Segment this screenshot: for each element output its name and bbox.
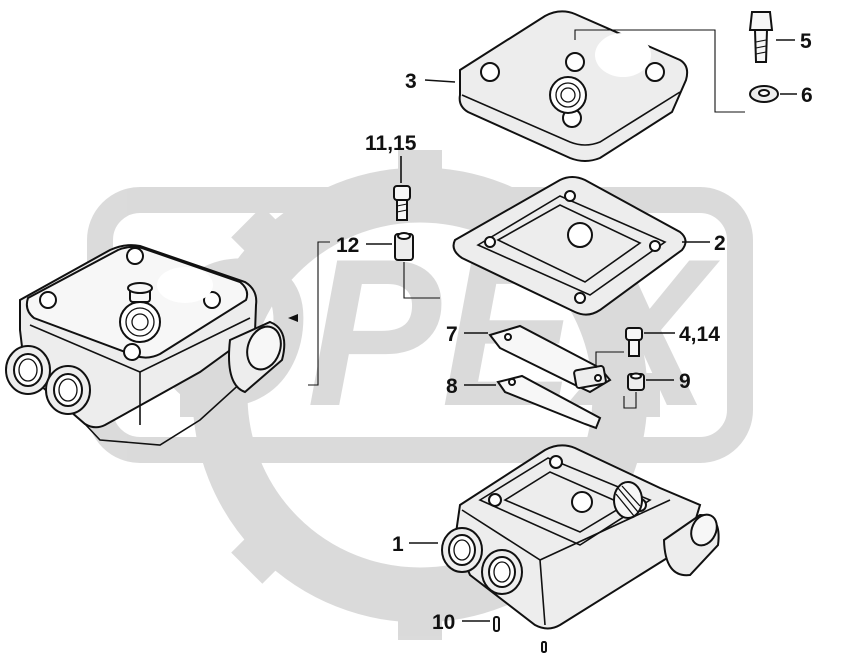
left-port-2 (45, 365, 91, 415)
part-1-head-body (441, 444, 720, 630)
callout-8: 8 (446, 375, 458, 398)
callout-6: 6 (801, 84, 813, 107)
side-port (228, 320, 286, 394)
part-11-screw (393, 185, 411, 221)
callout-12: 12 (336, 234, 359, 257)
part-4-screw (625, 327, 643, 357)
part-10-pin (493, 616, 500, 632)
callout-10: 10 (432, 611, 455, 634)
part-3-cover (458, 10, 689, 162)
assembled-cylinder-head (5, 244, 298, 446)
body-port-1 (441, 527, 483, 573)
arrow-icon (288, 314, 298, 322)
leader-lines (366, 39, 797, 622)
body-port-2 (481, 549, 523, 595)
callout-3: 3 (405, 70, 417, 93)
callout-labels: 3 5 6 11,15 2 12 7 4,14 8 9 1 10 (336, 30, 813, 634)
callout-7: 7 (446, 323, 458, 346)
assembly-line-12 (308, 241, 440, 386)
part-6-washer (749, 85, 779, 103)
small-mark (541, 641, 547, 653)
part-8-reed (496, 374, 602, 430)
callout-5: 5 (800, 30, 812, 53)
callout-2: 2 (714, 232, 726, 255)
callout-11-15: 11,15 (365, 132, 417, 155)
callout-4-14: 4,14 (679, 323, 720, 346)
assembly-line-5 (574, 29, 745, 113)
part-12-sleeve (394, 232, 414, 261)
body-side-port (662, 513, 720, 577)
part-7-reed (488, 324, 612, 394)
part-5-bolt (748, 11, 774, 63)
callout-1: 1 (392, 533, 404, 556)
assembly-line-9 (595, 351, 637, 409)
part-9-nut (627, 372, 645, 391)
callout-9: 9 (679, 370, 691, 393)
part-2-gasket (452, 176, 687, 316)
left-port-1 (5, 345, 51, 395)
